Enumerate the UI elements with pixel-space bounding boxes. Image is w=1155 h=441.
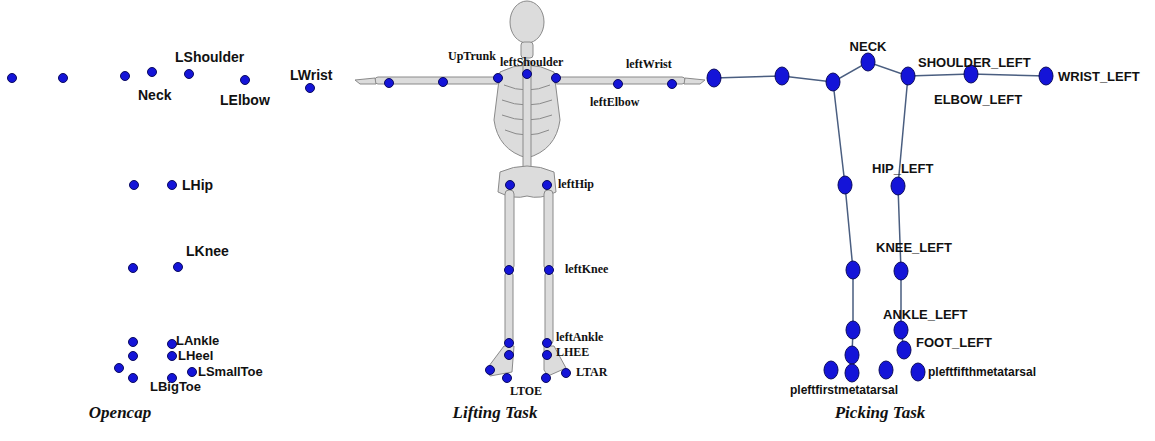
marker-label: Neck [138,88,171,102]
marker-label: pleftfifthmetatarsal [928,366,1036,378]
stick-figure-lines [714,62,1046,355]
panel-caption: Picking Task [835,404,926,421]
marker-label: LBigToe [150,380,201,393]
marker-label: LHip [182,178,213,192]
panel-caption: Lifting Task [453,404,538,421]
marker-label: LTOE [510,385,542,397]
marker-label: UpTrunk [448,50,496,62]
marker-label: KNEE_LEFT [876,241,952,254]
stick-figure-joints [707,53,1053,382]
marker-label: LShoulder [175,50,244,64]
marker-label: LHeel [178,349,213,362]
marker-label: ANKLE_LEFT [883,308,968,321]
marker-label: leftAnkle [556,331,603,343]
marker-label: HIP_LEFT [872,162,933,175]
marker-label: LTAR [576,366,607,378]
marker-label: WRIST_LEFT [1058,70,1140,83]
marker-label: leftElbow [590,96,639,108]
skeleton [355,1,705,376]
marker-label: LHEE [556,346,589,358]
marker-label: leftKnee [565,263,608,275]
marker-dots [8,68,677,383]
panel-caption: Opencap [89,404,151,421]
marker-label: LElbow [220,93,270,107]
marker-label: leftShoulder [500,56,563,68]
marker-label: LKnee [186,244,229,258]
marker-label: SHOULDER_LEFT [918,56,1031,69]
marker-label: pleftfirstmetatarsal [790,384,898,396]
marker-label: FOOT_LEFT [916,336,992,349]
marker-label: ELBOW_LEFT [934,93,1022,106]
marker-label: LSmallToe [198,365,263,378]
marker-label: LWrist [290,68,333,82]
marker-label: leftHip [558,178,594,190]
marker-label: NECK [850,40,887,53]
marker-label: leftWrist [626,58,672,70]
marker-label: LAnkle [176,334,219,347]
